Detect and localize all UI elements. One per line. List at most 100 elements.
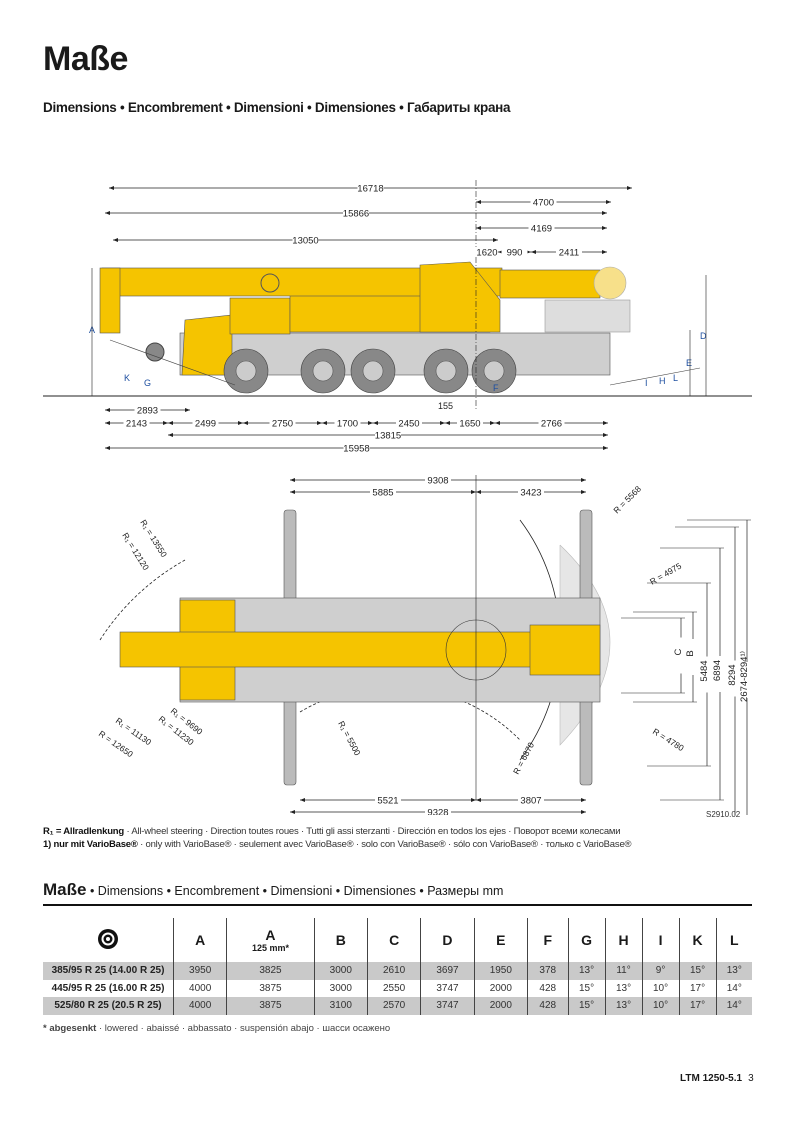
column-label: E xyxy=(496,932,506,948)
dimension-13815-arrow xyxy=(603,433,608,437)
dimension-2499-arrow xyxy=(238,421,243,425)
dimension-5885-arrow xyxy=(471,490,476,494)
dimension-c: C xyxy=(673,648,684,655)
footnote-r1-text: · All-wheel steering · Direction toutes … xyxy=(124,826,621,837)
dimension-letter-f: F xyxy=(493,383,499,393)
value-cell: 10° xyxy=(641,979,680,997)
value-cell: 3000 xyxy=(313,979,368,997)
tire-size-cell: 385/95 R 25 (14.00 R 25) xyxy=(43,962,174,980)
dimension-9308-arrow xyxy=(290,478,295,482)
value-cell: 4000 xyxy=(172,997,227,1015)
model-name: LTM 1250-5.1 xyxy=(680,1073,743,1084)
dimension-1620: 1620 xyxy=(476,248,497,259)
value-cell: 17° xyxy=(678,997,717,1015)
tire-icon xyxy=(98,928,118,949)
lowered-note-bold: * abgesenkt xyxy=(43,1023,97,1034)
dimension-15866-arrow xyxy=(602,211,607,215)
table-title-bold: Maße xyxy=(43,880,87,899)
dimension-4169-arrow xyxy=(602,226,607,230)
value-cell: 3950 xyxy=(172,962,227,980)
value-cell: 11° xyxy=(604,962,643,980)
dimension-2750-arrow xyxy=(243,421,248,425)
value-cell: 428 xyxy=(526,997,569,1015)
value-cell: 2550 xyxy=(366,979,421,997)
value-cell: 378 xyxy=(526,962,569,980)
value-cell: 3697 xyxy=(420,962,475,980)
radius-4780: R = 4780 xyxy=(651,726,686,753)
dimension-4169: 4169 xyxy=(531,224,552,235)
column-header-i: I xyxy=(641,918,680,962)
dimension-15866-arrow xyxy=(105,211,110,215)
value-cell: 2000 xyxy=(473,979,528,997)
footnote-vb-text: · only with VarioBase® · seulement avec … xyxy=(137,839,632,850)
dimension-2143-arrow xyxy=(163,421,168,425)
dimension-13050-arrow xyxy=(493,238,498,242)
dimension-15958-arrow xyxy=(603,446,608,450)
dimension-1700-arrow xyxy=(368,421,373,425)
dimension-b: B xyxy=(685,650,696,656)
page-title: Maße xyxy=(43,40,128,78)
value-cell: 3875 xyxy=(226,979,315,997)
drawing-code: S2910.02 xyxy=(706,810,741,819)
dimension-9328-arrow xyxy=(581,810,586,814)
dimension-2411-arrow xyxy=(531,250,536,254)
column-header-g: G xyxy=(567,918,606,962)
column-label: A xyxy=(195,932,206,948)
column-header-f: F xyxy=(526,918,569,962)
value-cell: 3747 xyxy=(420,997,475,1015)
dimension-2893-arrow xyxy=(185,408,190,412)
dimension-letter-h: H xyxy=(659,376,666,386)
table-title-rest: • Dimensions • Encombrement • Dimensioni… xyxy=(86,884,504,898)
dimension-letter-g: G xyxy=(144,378,151,388)
value-cell: 17° xyxy=(678,979,717,997)
value-cell: 14° xyxy=(715,979,752,997)
dimension-13050-arrow xyxy=(113,238,118,242)
value-cell: 15° xyxy=(567,997,606,1015)
column-label: C xyxy=(389,932,400,948)
footnote-vb-label: 1) nur mit VarioBase® xyxy=(43,839,138,850)
dimension-2450-arrow xyxy=(373,421,378,425)
lowered-note: * abgesenkt · lowered · abaissé · abbass… xyxy=(43,1023,390,1034)
page-subtitle: Dimensions • Encombrement • Dimensioni •… xyxy=(43,100,511,115)
value-cell: 4000 xyxy=(172,979,227,997)
value-cell: 3747 xyxy=(420,979,475,997)
column-header-l: L xyxy=(715,918,752,962)
column-header-k: K xyxy=(678,918,717,962)
value-cell: 15° xyxy=(678,962,717,980)
dimension-2450: 2450 xyxy=(398,419,419,430)
dimension-2411: 2411 xyxy=(559,248,579,259)
table-rule xyxy=(43,904,752,906)
dimension-13050: 13050 xyxy=(292,236,318,247)
value-cell: 2000 xyxy=(473,997,528,1015)
dimension-2499-arrow xyxy=(168,421,173,425)
value-cell: 428 xyxy=(526,979,569,997)
dimension-2766: 2766 xyxy=(541,419,562,430)
column-label: F xyxy=(543,932,553,948)
radius-6870: R = 6870 xyxy=(511,740,536,776)
dimension-2143: 2143 xyxy=(126,419,147,430)
dimension-9328: 9328 xyxy=(427,808,448,816)
tire-column-header xyxy=(43,918,174,962)
column-header-h: H xyxy=(604,918,643,962)
dimension-1700: 1700 xyxy=(337,419,358,430)
dimension-9308-arrow xyxy=(581,478,586,482)
dimension-letter-l: L xyxy=(673,373,678,383)
column-header-e: E xyxy=(473,918,528,962)
crane-side-illustration xyxy=(99,180,701,410)
dimension-8294: 8294 xyxy=(727,664,738,685)
dimension-3423-arrow xyxy=(476,490,481,494)
dimension-3807-arrow xyxy=(476,798,481,802)
column-label: G xyxy=(581,932,592,948)
dimension-5521: 5521 xyxy=(377,796,398,807)
dimension-letter-e: E xyxy=(686,358,692,368)
dimension-5521-arrow xyxy=(300,798,305,802)
dimension-15958: 15958 xyxy=(343,444,369,455)
dimension-1650: 1650 xyxy=(459,419,480,430)
dimension-16718-arrow xyxy=(109,186,114,190)
